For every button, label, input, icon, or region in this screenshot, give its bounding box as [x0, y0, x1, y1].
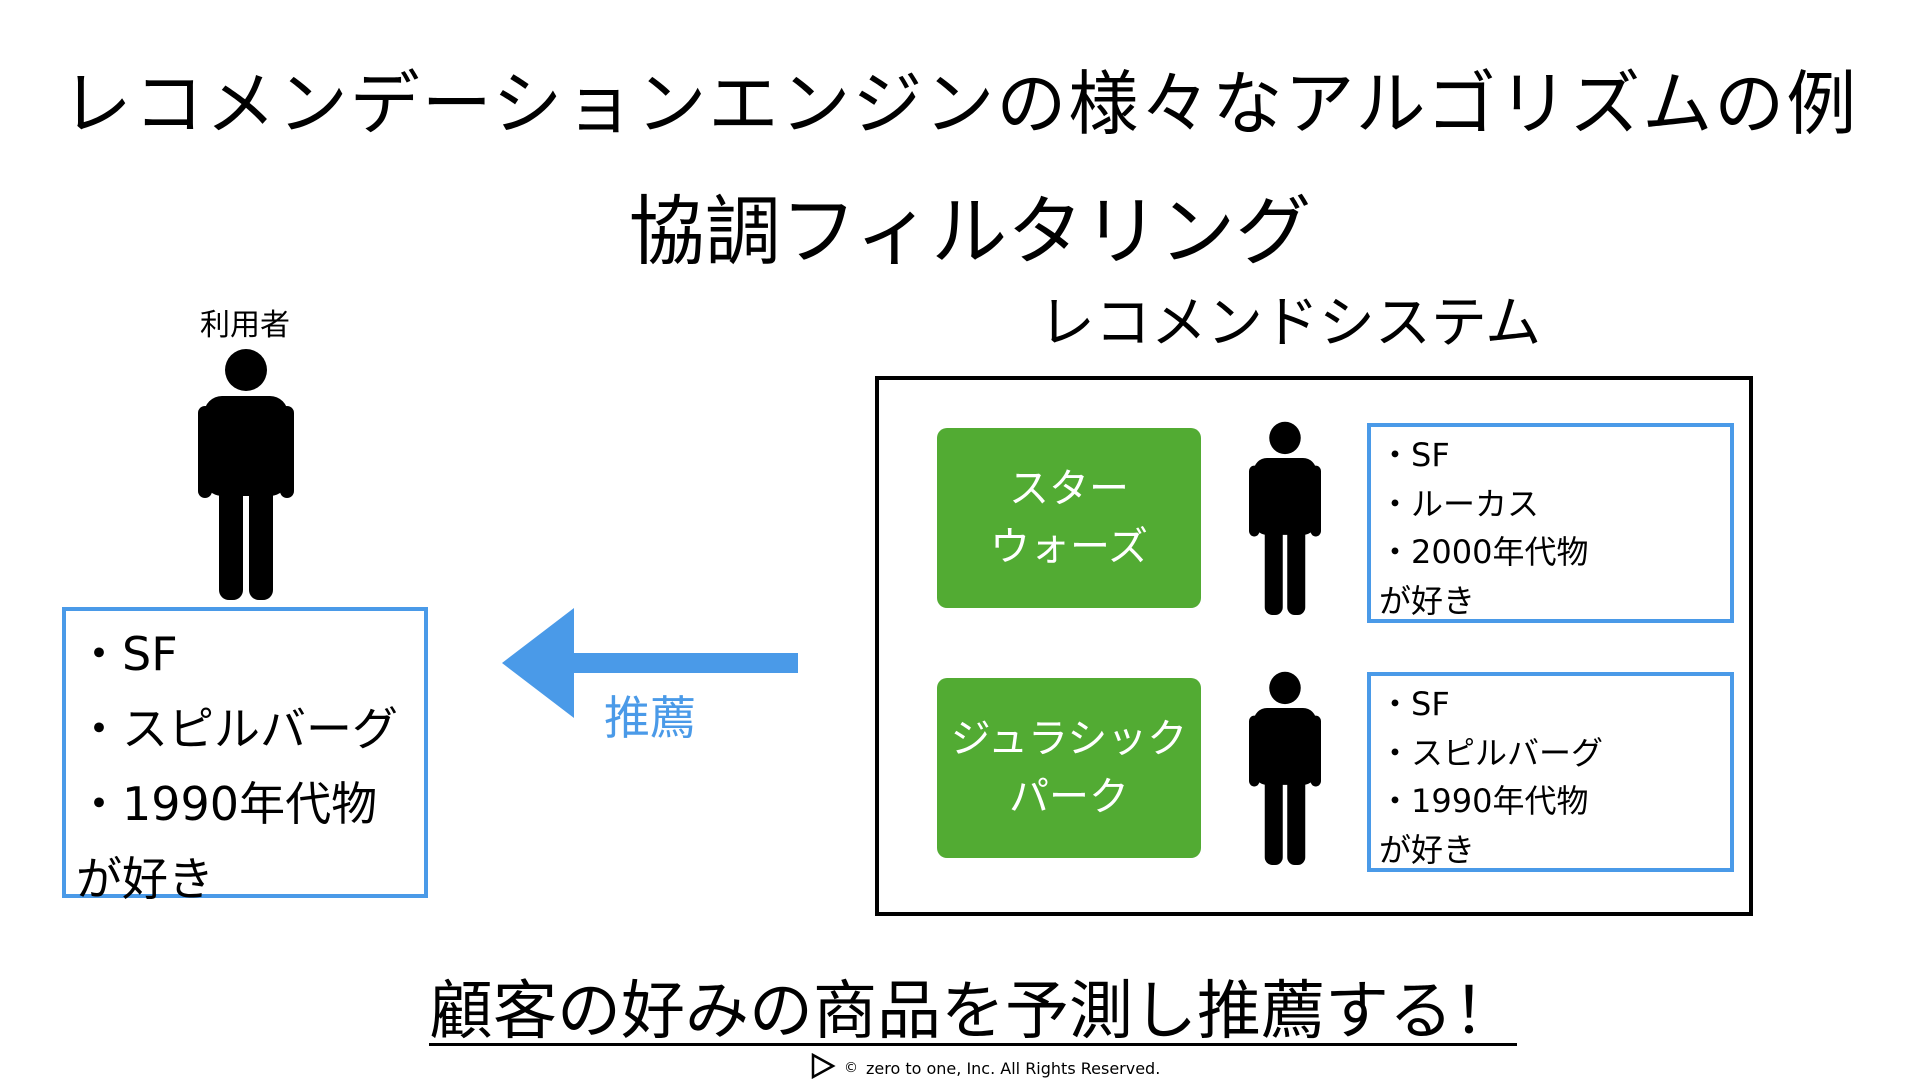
- preference-item: ・SF: [1379, 436, 1450, 474]
- preference-item: ・スピルバーグ: [1379, 733, 1604, 772]
- movie-title-line: ウォーズ: [990, 524, 1148, 570]
- person-icon: [198, 348, 294, 600]
- user-preference-item: ・SF: [76, 627, 178, 681]
- preference-item: ・ルーカス: [1379, 484, 1540, 523]
- preference-item: ・1990年代物: [1379, 782, 1589, 820]
- movie-title-line: パーク: [1009, 774, 1129, 820]
- user-preference-item: ・1990年代物: [76, 777, 378, 831]
- recommend-system-frame: [875, 376, 1753, 916]
- user-label: 利用者: [200, 308, 290, 343]
- play-triangle-icon: [810, 1052, 836, 1083]
- copyright-symbol: ©: [844, 1060, 858, 1076]
- preferences-box-star-wars: ・SF ・ルーカス ・2000年代物 が好き: [1367, 423, 1734, 623]
- preferences-box-jurassic-park: ・SF ・スピルバーグ ・1990年代物 が好き: [1367, 672, 1734, 872]
- movie-card-jurassic-park: ジュラシック パーク: [937, 678, 1201, 858]
- footer: © zero to one, Inc. All Rights Reserved.: [810, 1052, 1161, 1083]
- person-icon: [1249, 671, 1321, 865]
- tagline: 顧客の好みの商品を予測し推薦する！: [429, 975, 1517, 1049]
- preference-item: が好き: [1379, 830, 1476, 869]
- left-arrow-icon: [502, 608, 798, 722]
- movie-title-line: ジュラシック: [950, 716, 1188, 762]
- system-label: レコメンドシステム: [1038, 291, 1542, 356]
- preference-item: ・2000年代物: [1379, 533, 1589, 571]
- user-preferences-box: ・SF ・スピルバーグ ・1990年代物 が好き: [62, 607, 428, 906]
- recommend-label: 推薦: [604, 691, 696, 745]
- movie-title-line: スター: [1009, 466, 1129, 512]
- user-preference-item: が好き: [76, 852, 214, 906]
- movie-card-star-wars: スター ウォーズ: [937, 428, 1201, 608]
- footer-text: zero to one, Inc. All Rights Reserved.: [866, 1058, 1161, 1078]
- preference-item: が好き: [1379, 581, 1476, 620]
- person-icon: [1249, 421, 1321, 615]
- slide-title: レコメンデーションエンジンの様々なアルゴリズムの例: [61, 63, 1859, 145]
- preference-item: ・SF: [1379, 685, 1450, 723]
- subtitle: 協調フィルタリング: [628, 187, 1312, 276]
- user-preference-item: ・スピルバーグ: [76, 702, 398, 756]
